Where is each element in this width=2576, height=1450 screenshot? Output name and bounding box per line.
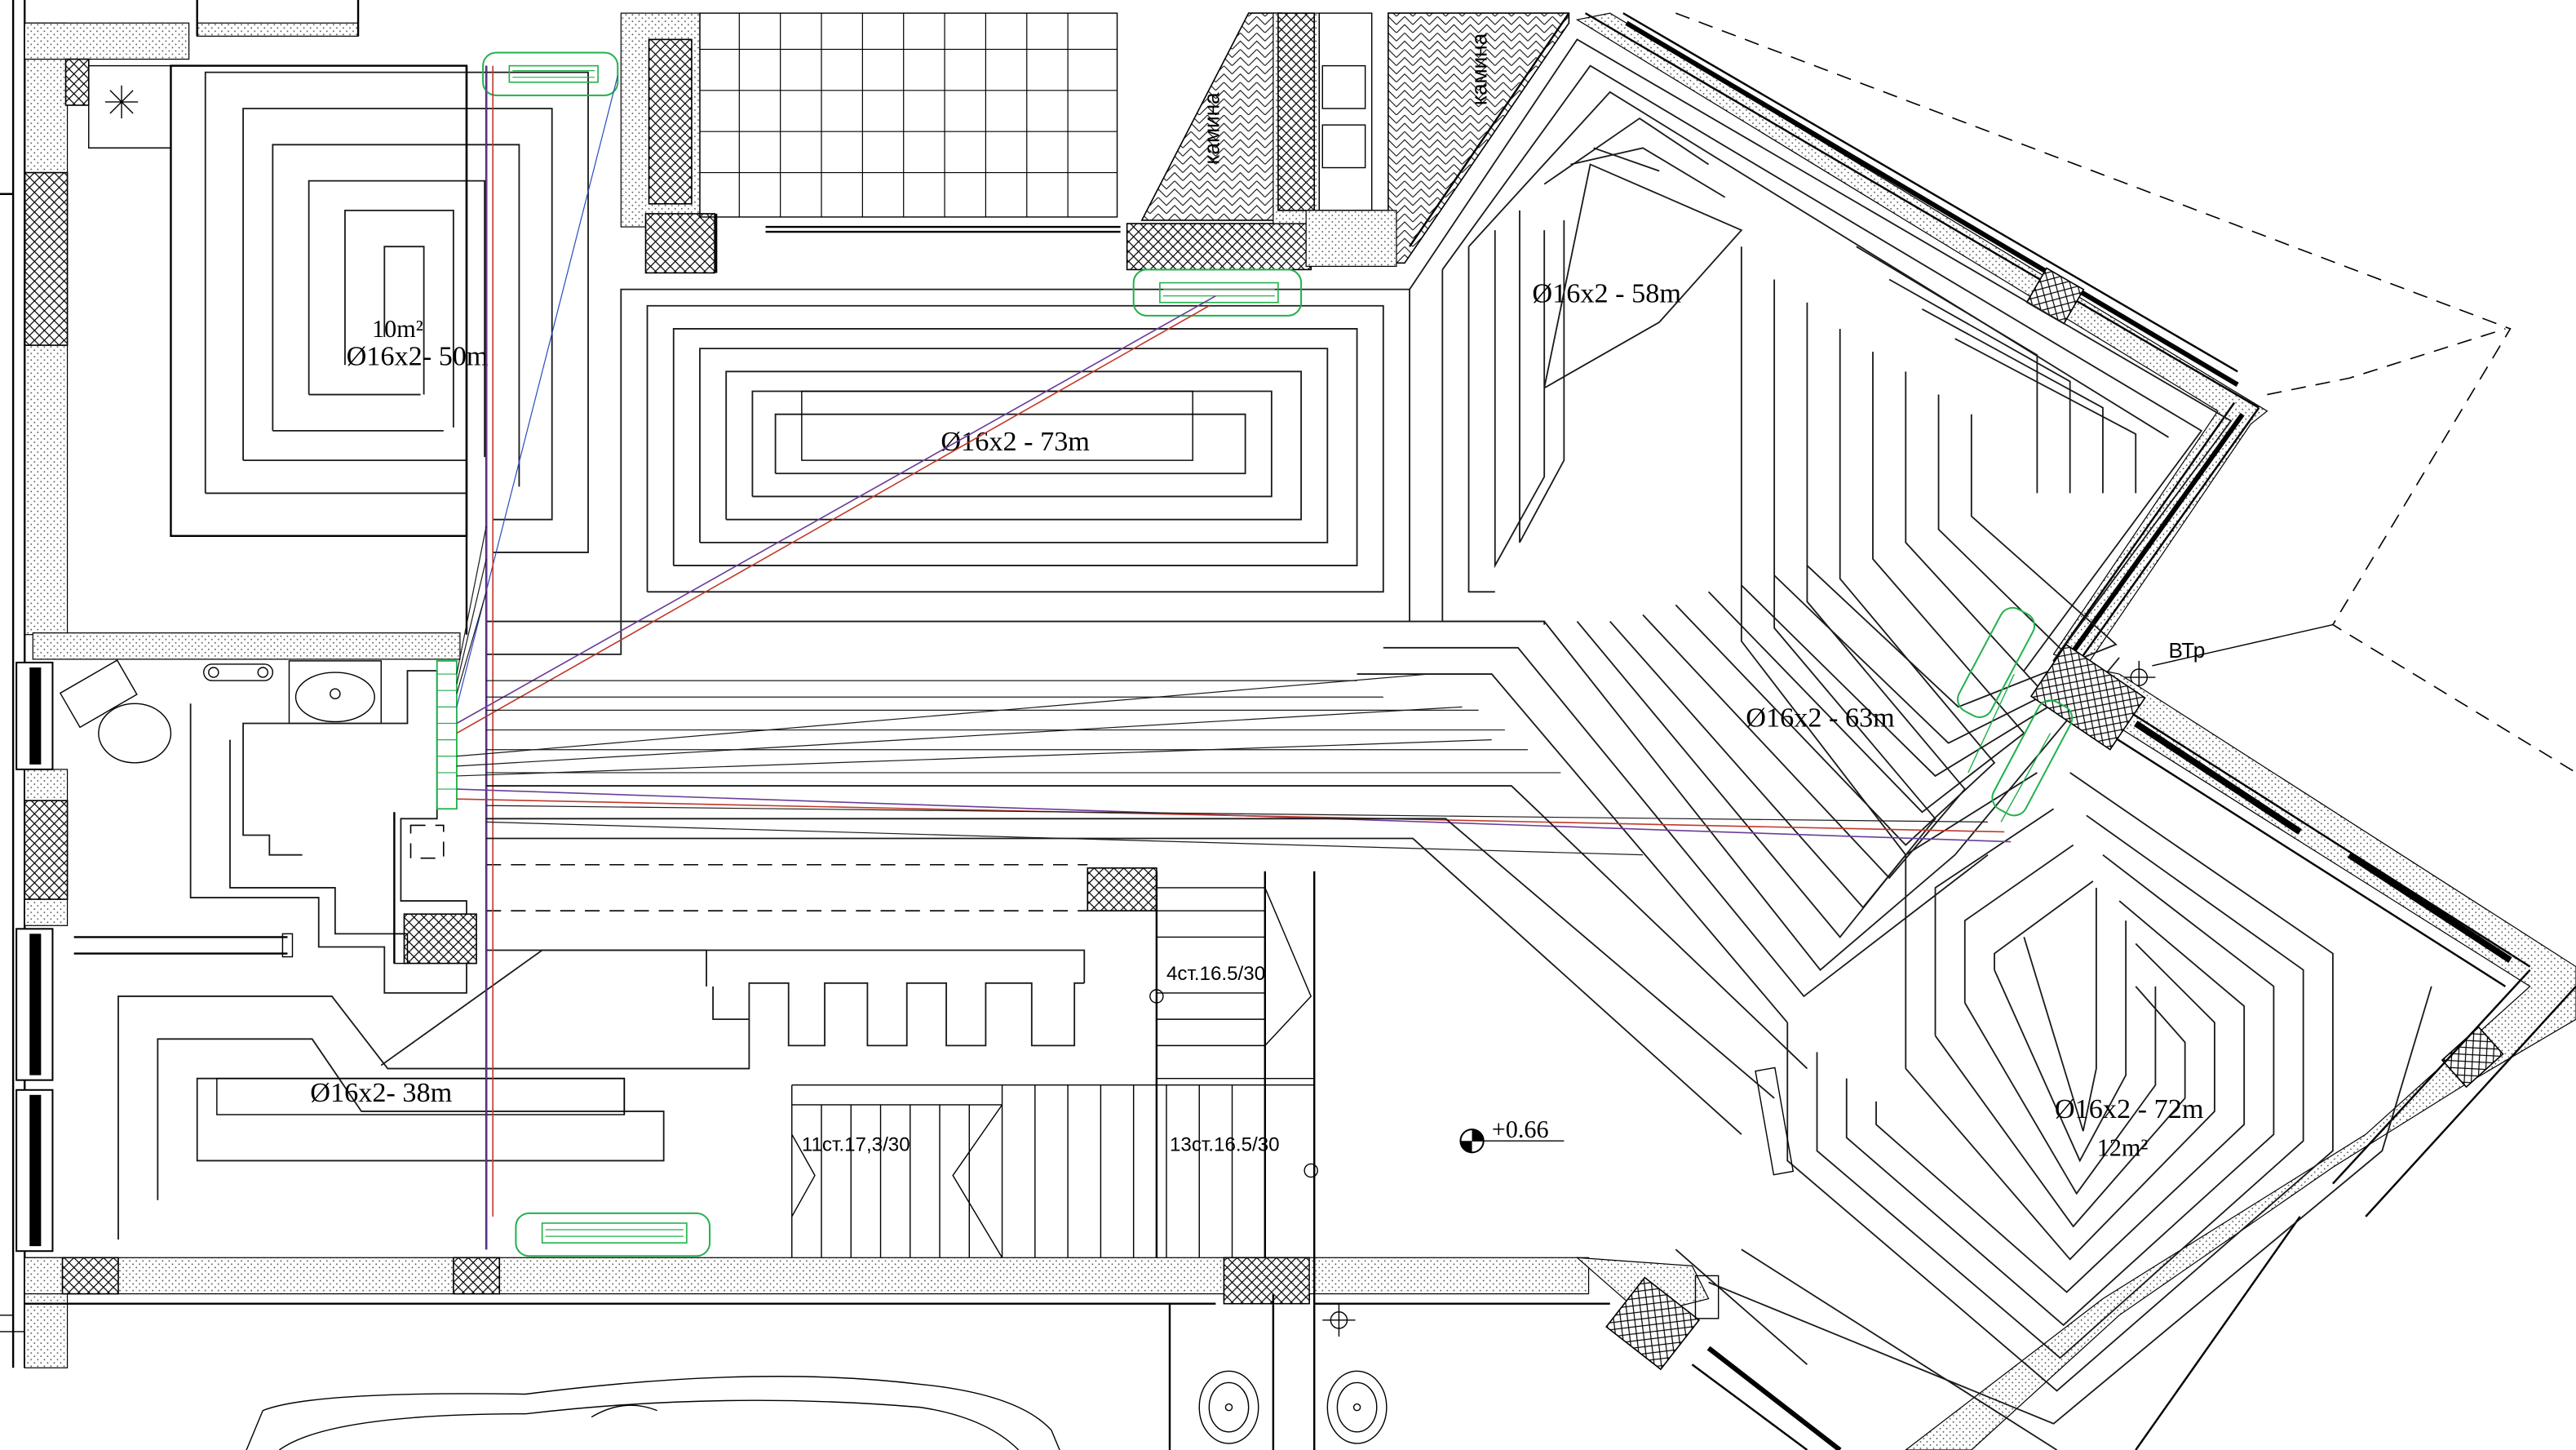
loop-50-area: 10m² bbox=[372, 315, 423, 343]
fireplace-label-1: камина bbox=[1199, 92, 1224, 165]
stairs-flight-4: 4ст.16.5/30 bbox=[1166, 963, 1265, 985]
manifolds bbox=[436, 51, 2074, 1257]
lower-rooms bbox=[0, 1275, 1720, 1450]
loop-72: Ø16x2 - 72m 12m² bbox=[1675, 772, 2432, 1450]
stairs-flight-13: 13ст.16.5/30 bbox=[1170, 1133, 1280, 1155]
upper-masonry: камина камина bbox=[620, 12, 1570, 274]
loop-50-label: Ø16x2- 50m bbox=[347, 340, 489, 371]
supply-return-lines bbox=[456, 65, 2012, 1250]
loop-73-label: Ø16x2 - 73m bbox=[941, 426, 1090, 457]
angled-wall-top: ВТр bbox=[1575, 12, 2576, 774]
ac-unit bbox=[88, 64, 172, 149]
level-marker: +0.66 bbox=[1459, 1115, 1565, 1154]
fireplace-label-2: камина bbox=[1467, 33, 1492, 105]
loop-72-area: 12m² bbox=[2097, 1133, 2149, 1161]
staircase: 4ст.16.5/30 11ст.17,3/30 13ст.16.5/30 bbox=[486, 863, 1318, 1450]
loop-63: Ø16x2 - 63m bbox=[1357, 246, 2137, 1023]
level-mark-text: +0.66 bbox=[1492, 1115, 1549, 1143]
outer-walls bbox=[11, 0, 1710, 1371]
loop-58-label: Ø16x2 - 58m bbox=[1532, 278, 1681, 309]
loop-72-label: Ø16x2 - 72m bbox=[2055, 1093, 2204, 1124]
vent-mark: ВТр bbox=[2169, 638, 2206, 663]
loop-38: Ø16x2- 38m bbox=[117, 949, 1086, 1240]
loop-73: Ø16x2 - 73m bbox=[486, 288, 1410, 655]
loop-63-label: Ø16x2 - 63m bbox=[1746, 703, 1895, 734]
sink-icon bbox=[288, 660, 382, 725]
angled-wall-bottom bbox=[1691, 643, 2576, 1450]
car-icon bbox=[246, 1376, 1060, 1450]
loop-50: 10m² Ø16x2- 50m bbox=[170, 64, 589, 553]
column-marker bbox=[1322, 1303, 1356, 1337]
stairs-flight-11: 11ст.17,3/30 bbox=[802, 1133, 910, 1155]
sink-icon bbox=[1326, 1370, 1388, 1444]
toilet-icon bbox=[59, 659, 172, 764]
sink-icon bbox=[1198, 1370, 1259, 1444]
loop-38-label: Ø16x2- 38m bbox=[310, 1077, 452, 1108]
bathroom bbox=[59, 659, 477, 994]
